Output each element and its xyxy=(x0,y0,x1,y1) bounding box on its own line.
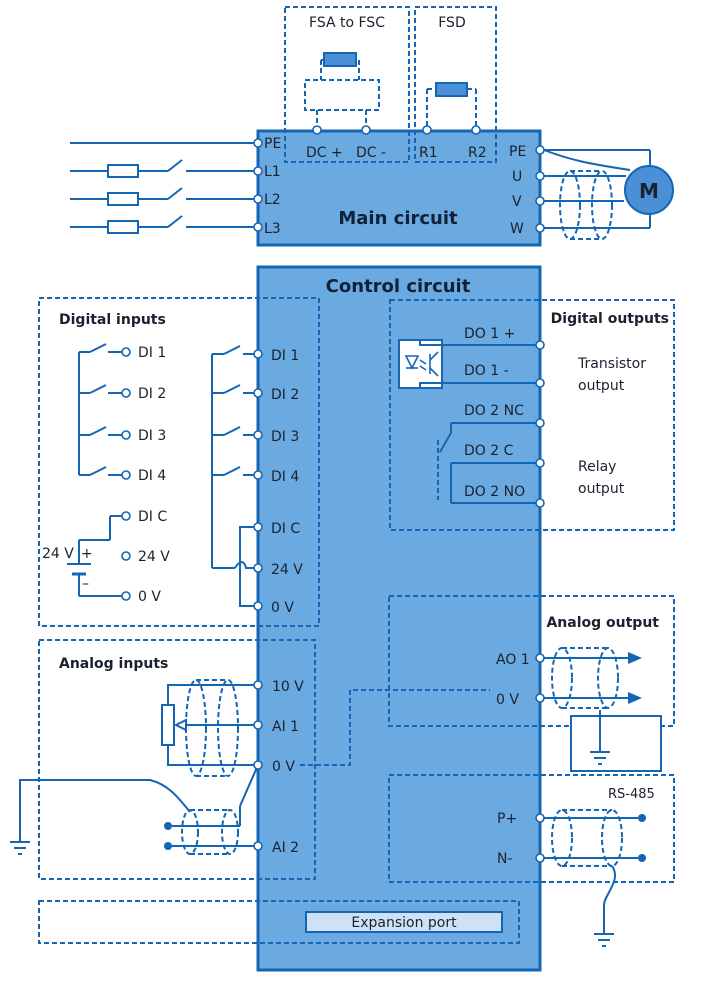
di-int-label-c: DI C xyxy=(271,521,300,537)
do-label-2-nc: DO 2 NC xyxy=(464,403,524,419)
brake-option-fsd: FSD xyxy=(414,6,497,163)
digital-outputs-title: Digital outputs xyxy=(551,311,669,327)
di-int-label-4: DI 4 xyxy=(271,469,299,485)
rs485-label-n: N- xyxy=(497,851,513,867)
do-label-2-no: DO 2 NO xyxy=(464,484,525,500)
do-label-1-minus: DO 1 - xyxy=(464,363,509,379)
main-top-terminal-dc-minus: DC - xyxy=(356,145,386,161)
brake-resistor-fsa-icon xyxy=(323,52,357,67)
do-label-1-plus: DO 1 + xyxy=(464,326,515,342)
main-right-terminal-u: U xyxy=(512,169,522,185)
brake-option-fsa-fsc-title: FSA to FSC xyxy=(309,15,385,31)
motor-icon xyxy=(624,165,674,215)
digital-outputs-group: Digital outputs DO 1 + DO 1 - DO 2 NC DO… xyxy=(389,299,675,531)
optocoupler-icon xyxy=(398,339,443,389)
main-circuit-title: Main circuit xyxy=(338,208,458,229)
di-ext-label-1: DI 1 xyxy=(138,345,166,361)
analog-output-title: Analog output xyxy=(546,615,659,631)
brake-option-fsd-title: FSD xyxy=(438,15,465,31)
battery-label: 24 V xyxy=(42,546,74,562)
ai-label-ai2: AI 2 xyxy=(272,840,299,856)
ai-label-ai1: AI 1 xyxy=(272,719,299,735)
digital-inputs-title: Digital inputs xyxy=(59,312,166,328)
di-ext-label-4: DI 4 xyxy=(138,468,166,484)
main-right-terminal-pe: PE xyxy=(509,144,526,160)
potentiometer-icon xyxy=(161,704,175,746)
main-circuit-block xyxy=(256,129,542,247)
di-ext-label-3: DI 3 xyxy=(138,428,166,444)
expansion-port xyxy=(305,911,503,933)
analog-inputs-group: Analog inputs 10 V AI 1 0 V AI 2 xyxy=(10,639,316,880)
analog-output-group: Analog output AO 1 0 V xyxy=(388,595,675,772)
fuse-l3-icon xyxy=(107,220,139,234)
rs485-label-p: P+ xyxy=(497,811,517,827)
di-int-label-0v: 0 V xyxy=(271,600,294,616)
motor-label: M xyxy=(639,179,659,203)
main-left-terminal-l2: L2 xyxy=(264,192,281,208)
rs485-group: RS-485 P+ N- xyxy=(388,774,675,947)
expansion-port-group: Expansion port xyxy=(38,900,520,944)
fuse-l2-icon xyxy=(107,192,139,206)
ai-label-0v: 0 V xyxy=(272,759,295,775)
di-ext-label-2: DI 2 xyxy=(138,386,166,402)
digital-inputs-group: Digital inputs 24 V + – DI 1 xyxy=(38,297,320,627)
di-int-label-3: DI 3 xyxy=(271,429,299,445)
main-left-terminal-l1: L1 xyxy=(264,164,281,180)
ai-label-10v: 10 V xyxy=(272,679,304,695)
main-top-terminal-dc-plus: DC + xyxy=(306,145,343,161)
battery-minus: – xyxy=(82,576,89,592)
expansion-port-label: Expansion port xyxy=(351,915,457,931)
main-top-terminal-r2: R2 xyxy=(468,145,487,161)
supply-lines xyxy=(70,142,258,234)
motor-cable xyxy=(543,149,651,240)
main-left-terminal-l3: L3 xyxy=(264,221,281,237)
analog-inputs-title: Analog inputs xyxy=(59,656,168,672)
rs485-title: RS-485 xyxy=(608,787,655,802)
di-ext-label-24v: 24 V xyxy=(138,549,170,565)
main-circuit: Main circuit PE L1 L2 L3 xyxy=(70,125,674,247)
transistor-label-line2: output xyxy=(578,378,625,394)
battery-plus: + xyxy=(81,546,93,562)
ao-label-ao1: AO 1 xyxy=(496,652,530,668)
main-left-terminal-pe: PE xyxy=(264,136,281,152)
di-ext-label-0v: 0 V xyxy=(138,589,161,605)
brake-resistor-fsd-icon xyxy=(435,82,468,97)
di-int-label-2: DI 2 xyxy=(271,387,299,403)
main-right-terminal-v: V xyxy=(512,194,522,210)
di-int-label-24v: 24 V xyxy=(271,562,303,578)
transistor-label-line1: Transistor xyxy=(577,356,646,372)
di-ext-label-c: DI C xyxy=(138,509,167,525)
main-top-terminal-r1: R1 xyxy=(419,145,438,161)
main-right-terminal-w: W xyxy=(510,221,524,237)
di-int-label-1: DI 1 xyxy=(271,348,299,364)
relay-label-line2: output xyxy=(578,481,625,497)
fuse-l1-icon xyxy=(107,164,139,178)
relay-label-line1: Relay xyxy=(578,459,616,475)
ao-label-0v: 0 V xyxy=(496,692,519,708)
do-label-2-c: DO 2 C xyxy=(464,443,514,459)
brake-option-fsa-fsc: FSA to FSC xyxy=(284,6,410,163)
control-circuit-title: Control circuit xyxy=(326,276,471,297)
